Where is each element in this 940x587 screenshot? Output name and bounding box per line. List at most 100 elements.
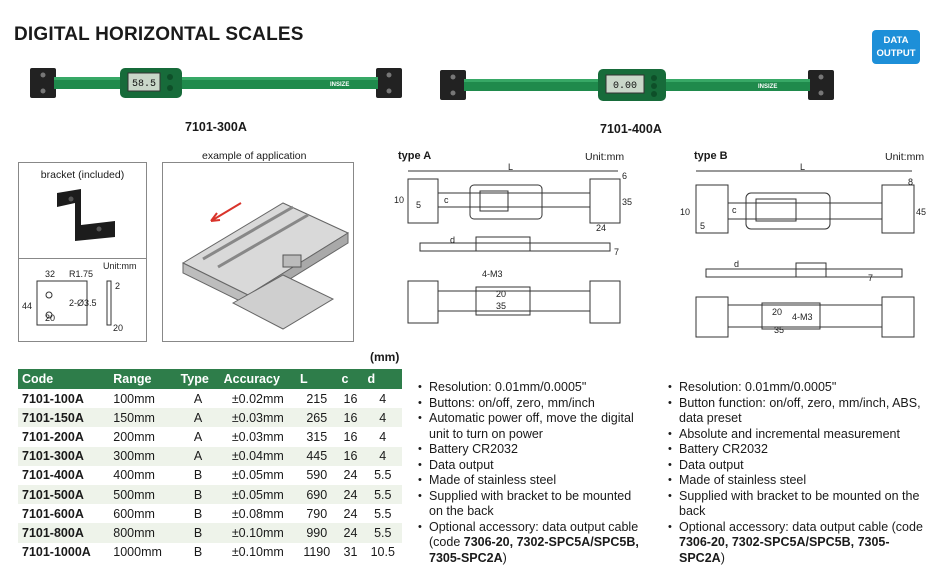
header-code: Code — [18, 369, 110, 389]
table-cell: 7101-400A — [22, 468, 84, 483]
table-cell: A — [193, 391, 203, 406]
table-cell: B — [193, 506, 203, 521]
dim-32: 32 — [45, 269, 55, 279]
type-b-dim-c: c — [732, 205, 737, 215]
type-a-dim-5: 5 — [416, 200, 421, 210]
feature-item: Made of stainless steel — [418, 473, 646, 489]
table-cell: B — [193, 468, 203, 483]
scale-7101-400a-image: 0.00 INSIZE — [440, 69, 834, 101]
type-a-title: type A — [398, 150, 432, 162]
table-cell: B — [193, 545, 203, 560]
feature-item: Buttons: on/off, zero, mm/inch — [418, 396, 646, 412]
header-d: d — [363, 369, 402, 389]
dim-r175: R1.75 — [69, 269, 93, 279]
type-b-L: L — [800, 163, 805, 172]
lcd-display — [605, 74, 645, 94]
motion-arrow — [210, 202, 242, 222]
table-cell: ±0.04mm — [219, 446, 297, 466]
table-cell: 31 — [343, 545, 358, 560]
table-cell: 1000mm — [113, 545, 162, 560]
type-a-dim-10: 10 — [394, 195, 404, 205]
dim-2: 2 — [115, 281, 120, 291]
type-a-dim-c: c — [444, 195, 449, 205]
table-cell: 800mm — [109, 523, 177, 543]
accessory-prefix: Optional accessory: data output cable (c… — [429, 519, 639, 550]
table-cell: ±0.03mm — [231, 429, 284, 444]
type-b-dim-d: d — [734, 259, 739, 269]
table-cell: B — [176, 523, 220, 543]
table-cell: 16 — [337, 446, 364, 466]
type-b-title: type B — [694, 150, 728, 162]
right-end-bracket — [376, 68, 402, 98]
type-a-L: L — [508, 163, 513, 172]
table-cell: 315 — [306, 429, 328, 444]
lcd-value: 58.5 — [132, 79, 156, 90]
table-cell: ±0.10mm — [219, 523, 297, 543]
application-panel-title: example of application — [202, 150, 307, 162]
table-cell: 5.5 — [374, 468, 392, 483]
type-a-dim-35b: 35 — [496, 301, 506, 311]
spec-table: Code Range Type Accuracy L c d 7101-100A… — [18, 369, 402, 562]
table-cell: 990 — [296, 523, 338, 543]
bracket-photo-panel: bracket (included) — [18, 162, 147, 260]
feature-item: Data output — [418, 458, 646, 474]
header-range: Range — [109, 369, 177, 389]
table-cell: 16 — [343, 391, 358, 406]
left-end-bracket — [440, 70, 466, 100]
table-cell: 4 — [379, 429, 387, 444]
brand-logo: INSIZE — [330, 82, 349, 88]
type-a-dim-20: 20 — [496, 289, 506, 299]
left-end-bracket — [30, 68, 56, 98]
type-b-drawing: L 8 10 5 c 45 d 7 20 4-M3 35 — [680, 163, 926, 338]
features-list-type-a: Resolution: 0.01mm/0.0005"Buttons: on/of… — [418, 380, 646, 566]
table-cell: 265 — [296, 408, 338, 428]
header-l: L — [296, 369, 338, 389]
accessory-suffix: ) — [720, 550, 725, 565]
table-cell: 24 — [337, 484, 364, 505]
feature-item: Resolution: 0.01mm/0.0005" — [418, 380, 646, 396]
table-cell: 24 — [343, 468, 358, 483]
type-a-dim-24: 24 — [596, 223, 606, 233]
accessory-suffix: ) — [502, 550, 507, 565]
type-a-dim-7: 7 — [614, 247, 619, 257]
table-cell: 7101-150A — [18, 408, 110, 428]
feature-item: Automatic power off, move the digital un… — [418, 411, 646, 442]
type-a-dim-d: d — [450, 235, 455, 245]
table-header-row: Code Range Type Accuracy L c d — [18, 369, 402, 389]
table-cell: 4 — [363, 446, 402, 466]
table-cell: 100mm — [113, 391, 155, 406]
application-panel — [162, 162, 354, 342]
type-a-unit: Unit:mm — [585, 151, 625, 163]
bracket-photo — [57, 189, 115, 241]
model-label-right: 7101-400A — [600, 122, 662, 136]
header-accuracy: Accuracy — [219, 369, 297, 389]
table-cell: 7101-100A — [22, 391, 84, 406]
table-cell: 590 — [306, 468, 328, 483]
type-b-dim-5: 5 — [700, 221, 705, 231]
table-cell: 16 — [337, 408, 364, 428]
table-cell: 5.5 — [363, 484, 402, 505]
table-cell: 24 — [337, 523, 364, 543]
badge-line-1: DATA — [883, 35, 909, 46]
page-title: DIGITAL HORIZONTAL SCALES — [14, 24, 304, 45]
dim-hole: 2-Ø3.5 — [69, 298, 97, 308]
table-cell: A — [176, 408, 220, 428]
table-cell: 7101-600A — [22, 506, 84, 521]
accessory-prefix: Optional accessory: data output cable (c… — [679, 519, 923, 534]
accessory-codes: 7306-20, 7302-SPC5A/SPC5B, 7305-SPC2A — [679, 535, 890, 565]
table-cell: 400mm — [113, 468, 155, 483]
feature-item: Button function: on/off, zero, mm/inch, … — [668, 396, 930, 427]
type-a-drawing: L 6 10 5 c 35 24 d 7 4-M3 20 35 — [394, 163, 632, 324]
table-cell: 600mm — [113, 506, 155, 521]
feature-item: Supplied with bracket to be mounted on t… — [668, 489, 930, 520]
right-end-bracket — [808, 70, 834, 100]
table-cell: A — [193, 429, 203, 444]
table-cell: 7101-500A — [18, 484, 110, 505]
